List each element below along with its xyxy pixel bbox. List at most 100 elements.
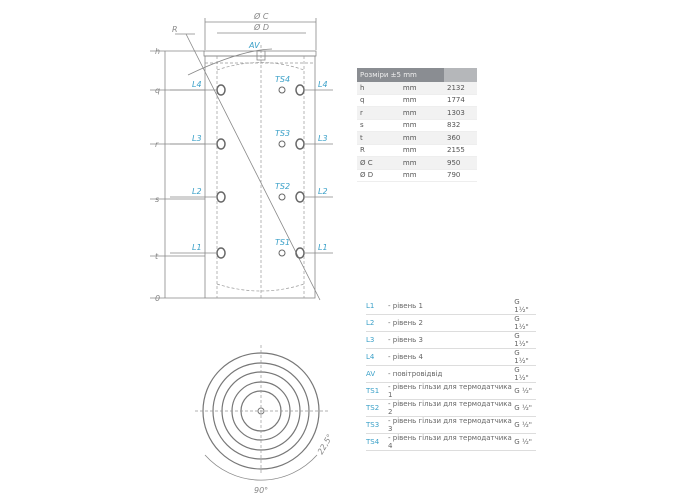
port-label-left: L2 bbox=[192, 187, 202, 196]
legend-cell: TS3 bbox=[366, 416, 388, 434]
port-left bbox=[216, 84, 226, 96]
port-label-right: L3 bbox=[318, 134, 328, 143]
legend-cell: - рівень гільзи для термодатчика 1 bbox=[388, 382, 515, 400]
port-label-right: L4 bbox=[318, 80, 328, 89]
dims-cell: 1303 bbox=[444, 106, 477, 120]
legend-cell: - рівень гільзи для термодатчика 4 bbox=[388, 433, 515, 451]
legend-cell: L4 bbox=[366, 348, 388, 366]
level-label: q bbox=[155, 86, 160, 95]
legend-cell: G ½" bbox=[514, 433, 536, 451]
dims-cell: mm bbox=[399, 119, 444, 132]
dims-cell: t bbox=[357, 131, 400, 145]
dims-cell: mm bbox=[399, 106, 444, 120]
level-label: 0 bbox=[155, 294, 160, 303]
radius-label: R bbox=[172, 25, 178, 34]
legend-cell: G ½" bbox=[514, 416, 536, 434]
sensor-label: TS4 bbox=[275, 75, 290, 84]
legend-cell: L2 bbox=[366, 314, 388, 332]
dims-cell: 2132 bbox=[444, 82, 477, 95]
dims-cell: r bbox=[357, 106, 400, 120]
sensor-sleeve bbox=[278, 249, 286, 257]
legend-cell: - рівень 4 bbox=[388, 348, 515, 366]
legend-cell: - рівень 2 bbox=[388, 314, 515, 332]
port-right bbox=[295, 84, 305, 96]
dims-header: Розміри ±5 mm bbox=[357, 68, 444, 82]
legend-cell: L3 bbox=[366, 331, 388, 349]
dims-cell: mm bbox=[399, 156, 444, 170]
level-label: r bbox=[155, 140, 159, 149]
dims-cell: s bbox=[357, 119, 400, 132]
legend-cell: TS4 bbox=[366, 433, 388, 451]
sensor-label: TS3 bbox=[275, 129, 290, 138]
dims-cell: 1774 bbox=[444, 94, 477, 107]
port-label-right: L2 bbox=[318, 187, 328, 196]
dims-cell: mm bbox=[399, 94, 444, 107]
level-label: h bbox=[155, 47, 160, 56]
dim-d-label: Ø D bbox=[253, 22, 269, 32]
legend-cell: G 1½" bbox=[514, 314, 536, 332]
legend-cell: - повітровідвід bbox=[388, 365, 515, 383]
legend-cell: AV bbox=[366, 365, 388, 383]
level-label: t bbox=[155, 252, 159, 261]
port-label-left: L1 bbox=[192, 243, 202, 252]
dims-cell: R bbox=[357, 144, 400, 157]
legend-cell: - рівень 1 bbox=[388, 298, 515, 315]
dims-cell: mm bbox=[399, 144, 444, 157]
dims-cell: q bbox=[357, 94, 400, 107]
legend-cell: G 1½" bbox=[514, 331, 536, 349]
av-label: AV bbox=[248, 41, 260, 50]
dims-cell: mm bbox=[399, 82, 444, 95]
angle-90-label: 90° bbox=[254, 486, 268, 495]
dims-cell: Ø D bbox=[357, 169, 400, 182]
angle-22-label: 22,5° bbox=[316, 433, 335, 456]
level-label: s bbox=[155, 195, 159, 204]
dims-cell: Ø C bbox=[357, 156, 400, 170]
port-left bbox=[216, 191, 226, 203]
sensor-sleeve bbox=[278, 140, 286, 148]
sensor-label: TS2 bbox=[275, 182, 290, 191]
port-left bbox=[216, 247, 226, 259]
dims-cell: h bbox=[357, 82, 400, 95]
legend-cell: - рівень 3 bbox=[388, 331, 515, 349]
legend-cell: L1 bbox=[366, 298, 388, 315]
port-right bbox=[295, 247, 305, 259]
dims-cell: mm bbox=[399, 169, 444, 182]
port-right bbox=[295, 138, 305, 150]
legend-cell: G 1½" bbox=[514, 348, 536, 366]
sensor-sleeve bbox=[278, 86, 286, 94]
legend-cell: TS1 bbox=[366, 382, 388, 400]
legend-cell: G ½" bbox=[514, 399, 536, 417]
port-label-right: L1 bbox=[318, 243, 328, 252]
dim-c-label: Ø C bbox=[253, 11, 269, 21]
port-label-left: L3 bbox=[192, 134, 202, 143]
legend-cell: - рівень гільзи для термодатчика 3 bbox=[388, 416, 515, 434]
legend-cell: G 1½" bbox=[514, 365, 536, 383]
port-right bbox=[295, 191, 305, 203]
port-left bbox=[216, 138, 226, 150]
legend-cell: G 1½" bbox=[514, 298, 536, 315]
dims-cell: 832 bbox=[444, 119, 477, 132]
dims-cell: mm bbox=[399, 131, 444, 145]
dims-cell: 950 bbox=[444, 156, 477, 170]
legend-cell: TS2 bbox=[366, 399, 388, 417]
